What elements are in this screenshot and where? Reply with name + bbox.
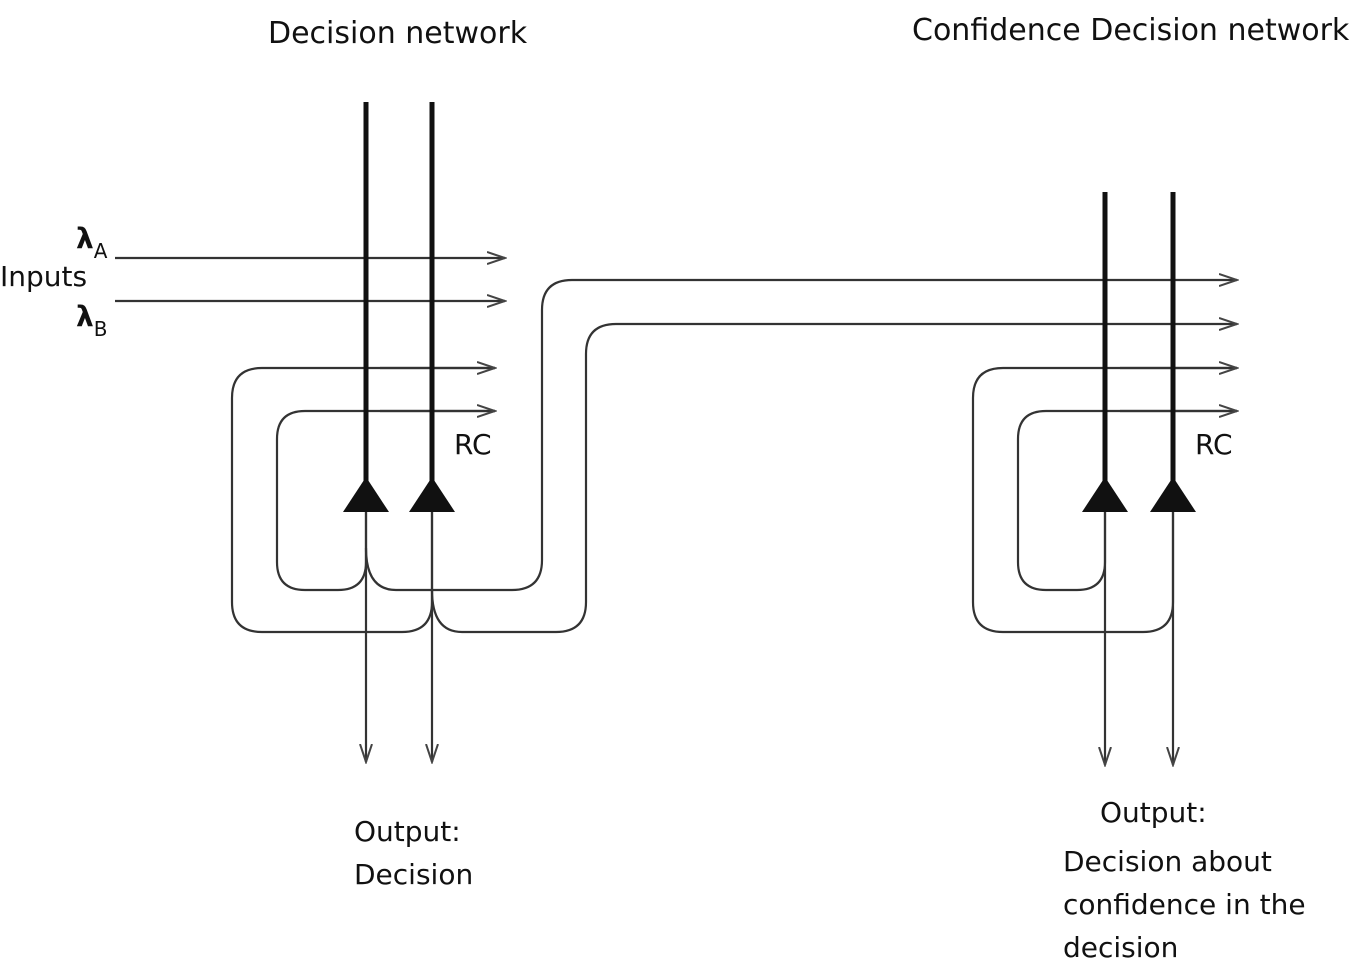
- lambda-b-label: λB: [76, 300, 107, 341]
- lambda-b-symbol: λ: [76, 300, 94, 333]
- decision-output-label: Output:: [354, 815, 461, 848]
- decision-neuron-a-soma: [343, 477, 389, 512]
- confidence-neuron-a-soma: [1082, 477, 1128, 512]
- confidence-output-line-2: confidence in the: [1063, 888, 1306, 921]
- decision-inner-loop: [275, 409, 495, 592]
- lambda-b-subscript: B: [93, 317, 108, 341]
- decision-network-title: Decision network: [268, 16, 528, 51]
- decision-output-value: Decision: [354, 858, 474, 891]
- lambda-a-label: λA: [76, 222, 107, 263]
- confidence-rc-label: RC: [1195, 428, 1233, 461]
- decision-rc-label: RC: [454, 428, 492, 461]
- confidence-neuron-b-soma: [1150, 477, 1196, 512]
- confidence-output-label: Output:: [1100, 796, 1207, 829]
- cross-connection-outer: [430, 324, 1237, 634]
- cross-connection-inner: [364, 280, 1237, 592]
- confidence-inner-loop: [1016, 409, 1237, 592]
- inputs-label: Inputs: [0, 260, 88, 293]
- confidence-output-line-1: Decision about: [1063, 845, 1272, 878]
- confidence-output-line-3: decision: [1063, 931, 1179, 964]
- confidence-outer-loop: [971, 366, 1237, 634]
- confidence-output-text: Decision about confidence in the decisio…: [1063, 840, 1306, 969]
- decision-output-text: Output: Decision: [354, 810, 473, 896]
- confidence-network-title: Confidence Decision network: [912, 13, 1350, 48]
- decision-outer-loop: [230, 366, 495, 634]
- lambda-a-subscript: A: [93, 239, 108, 263]
- lambda-a-symbol: λ: [76, 222, 94, 255]
- decision-neuron-b-soma: [409, 477, 455, 512]
